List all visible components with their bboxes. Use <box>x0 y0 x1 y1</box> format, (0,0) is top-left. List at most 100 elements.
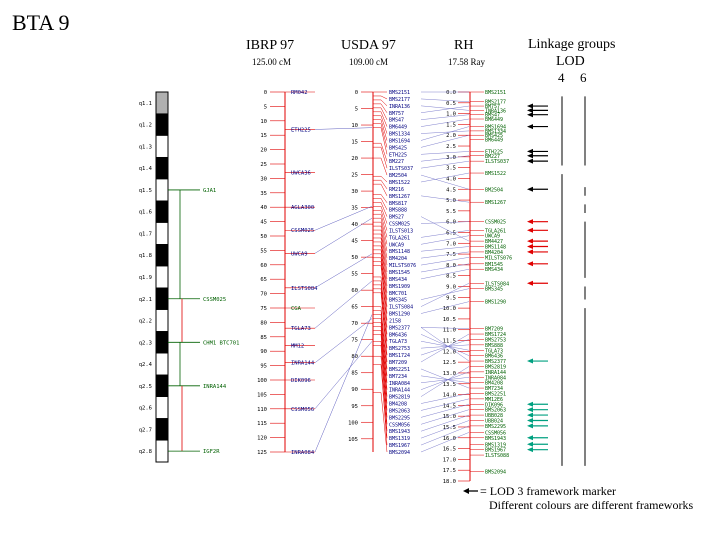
linkage-header: Linkage groups <box>528 37 616 52</box>
usda-tick-label: 30 <box>351 189 358 195</box>
usda-rh-link <box>420 409 470 425</box>
usda-rh-link <box>420 393 470 404</box>
rh-marker-label: BMS2377 <box>485 359 506 365</box>
band-label: q1.9 <box>139 275 152 281</box>
framework-arrow-head <box>527 148 533 154</box>
usda-header: USDA 97 <box>341 38 396 53</box>
rh-marker-label: BM1545 <box>485 262 503 268</box>
usda-tick-label: 45 <box>351 239 358 245</box>
ibrp-marker-label: ILSTS084 <box>291 286 318 292</box>
band-label: q2.6 <box>139 406 152 412</box>
rh-marker-label: BM227 <box>485 154 500 160</box>
usda-rh-link <box>420 160 470 169</box>
usda-tick-label: 85 <box>351 371 358 377</box>
usda-marker-label: BMS345 <box>389 298 407 304</box>
rh-tick-label: 17.0 <box>443 457 456 463</box>
usda-tick-label: 20 <box>351 156 358 162</box>
rh-marker-label: ILSTS084 <box>485 281 509 287</box>
rh-tick-label: 5.5 <box>446 209 456 215</box>
usda-marker-label: UWCA9 <box>389 242 404 248</box>
rh-tick-label: 1.0 <box>446 112 456 118</box>
usda-marker-connector <box>373 284 388 349</box>
framework-arrow-head <box>527 407 533 413</box>
ibrp-marker-label: CSSM025 <box>291 228 314 234</box>
usda-marker-label: INRA144 <box>389 388 410 394</box>
usda-rh-link <box>420 375 470 383</box>
usda-rh-link <box>420 341 470 351</box>
usda-marker-connector <box>373 157 388 176</box>
rh-tick-label: 9.5 <box>446 295 456 301</box>
usda-marker-label: RM216 <box>389 187 404 193</box>
usda-marker-connector <box>373 292 388 363</box>
framework-arrow-head <box>527 238 533 244</box>
ibrp-usda-link <box>314 217 373 254</box>
chromosome-band <box>155 396 169 419</box>
chromosome-band <box>155 352 169 376</box>
band-label: q2.8 <box>139 449 152 455</box>
usda-marker-connector <box>373 119 388 141</box>
usda-rh-link <box>420 398 470 411</box>
usda-marker-connector <box>373 355 388 439</box>
usda-marker-connector <box>373 265 388 328</box>
rh-tick-label: 2.0 <box>446 133 456 139</box>
usda-marker-label: 2158 <box>389 318 401 324</box>
usda-marker-connector <box>373 175 388 183</box>
rh-length: 17.58 Ray <box>448 57 485 67</box>
usda-tick-label: 100 <box>348 420 358 426</box>
usda-marker-label: BM4204 <box>389 256 407 262</box>
chromosome-band <box>155 178 169 202</box>
usda-rh-link <box>420 333 470 363</box>
usda-marker-label: BMS47 <box>389 118 404 124</box>
rh-tick-label: 4.5 <box>446 187 456 193</box>
ibrp-tick-label: 15 <box>260 133 267 139</box>
ibrp-tick-label: 55 <box>260 248 267 254</box>
usda-marker-label: BMS1267 <box>389 194 410 200</box>
ibrp-tick-label: 95 <box>260 364 267 370</box>
ibrp-tick-label: 5 <box>264 104 267 110</box>
usda-rh-link <box>420 377 470 383</box>
rh-marker-label: UBB028 <box>485 413 503 419</box>
usda-marker-connector <box>373 209 388 231</box>
rh-tick-label: 4.0 <box>446 176 456 182</box>
usda-marker-connector <box>373 179 388 190</box>
chromosome-band <box>155 222 169 245</box>
framework-arrow-head <box>527 227 533 233</box>
framework-arrow-head <box>527 112 533 118</box>
usda-marker-connector <box>373 123 388 148</box>
usda-rh-link <box>420 344 470 349</box>
rh-marker-label: INRA084 <box>485 375 506 381</box>
usda-marker-label: BMS1909 <box>389 284 410 290</box>
usda-marker-label: BMS1724 <box>389 353 410 359</box>
ibrp-marker-label: INRA144 <box>291 361 315 367</box>
ideogram-marker-label: INRA144 <box>203 384 227 390</box>
usda-rh-link <box>420 130 470 134</box>
usda-marker-connector <box>373 322 388 397</box>
usda-rh-link <box>420 432 470 453</box>
usda-marker-label: BMS2251 <box>389 367 410 373</box>
usda-marker-label: BMS2753 <box>389 346 410 352</box>
usda-length: 109.00 cM <box>349 57 388 67</box>
rh-marker-label: BM4427 <box>485 239 503 245</box>
band-label: q1.4 <box>139 166 153 172</box>
rh-tick-label: 11.0 <box>443 328 456 334</box>
ibrp-header: IBRP 97 <box>246 38 295 53</box>
rh-marker-label: UBB024 <box>485 418 503 424</box>
usda-marker-label: BMS2094 <box>389 450 410 456</box>
chromosome-band <box>155 113 169 136</box>
rh-marker-label: BMS1724 <box>485 332 506 338</box>
ibrp-tick-label: 70 <box>260 292 267 298</box>
rh-marker-label: BMS434 <box>485 267 503 273</box>
usda-marker-label: BM4208 <box>389 402 407 408</box>
framework-arrow-head <box>527 244 533 250</box>
usda-rh-link <box>420 257 470 266</box>
page-title: BTA 9 <box>12 10 70 35</box>
chromosome-band <box>155 265 169 289</box>
ibrp-tick-label: 45 <box>260 220 267 226</box>
usda-marker-connector <box>373 345 388 432</box>
rh-marker-label: BMS1967 <box>485 448 506 454</box>
rh-marker-label: ILSTS088 <box>485 453 509 459</box>
usda-tick-label: 0 <box>355 90 358 96</box>
rh-marker-label: UWCA9 <box>485 234 500 240</box>
usda-marker-connector <box>373 280 388 342</box>
legend-arrow-text: = LOD 3 framework marker <box>480 484 617 498</box>
